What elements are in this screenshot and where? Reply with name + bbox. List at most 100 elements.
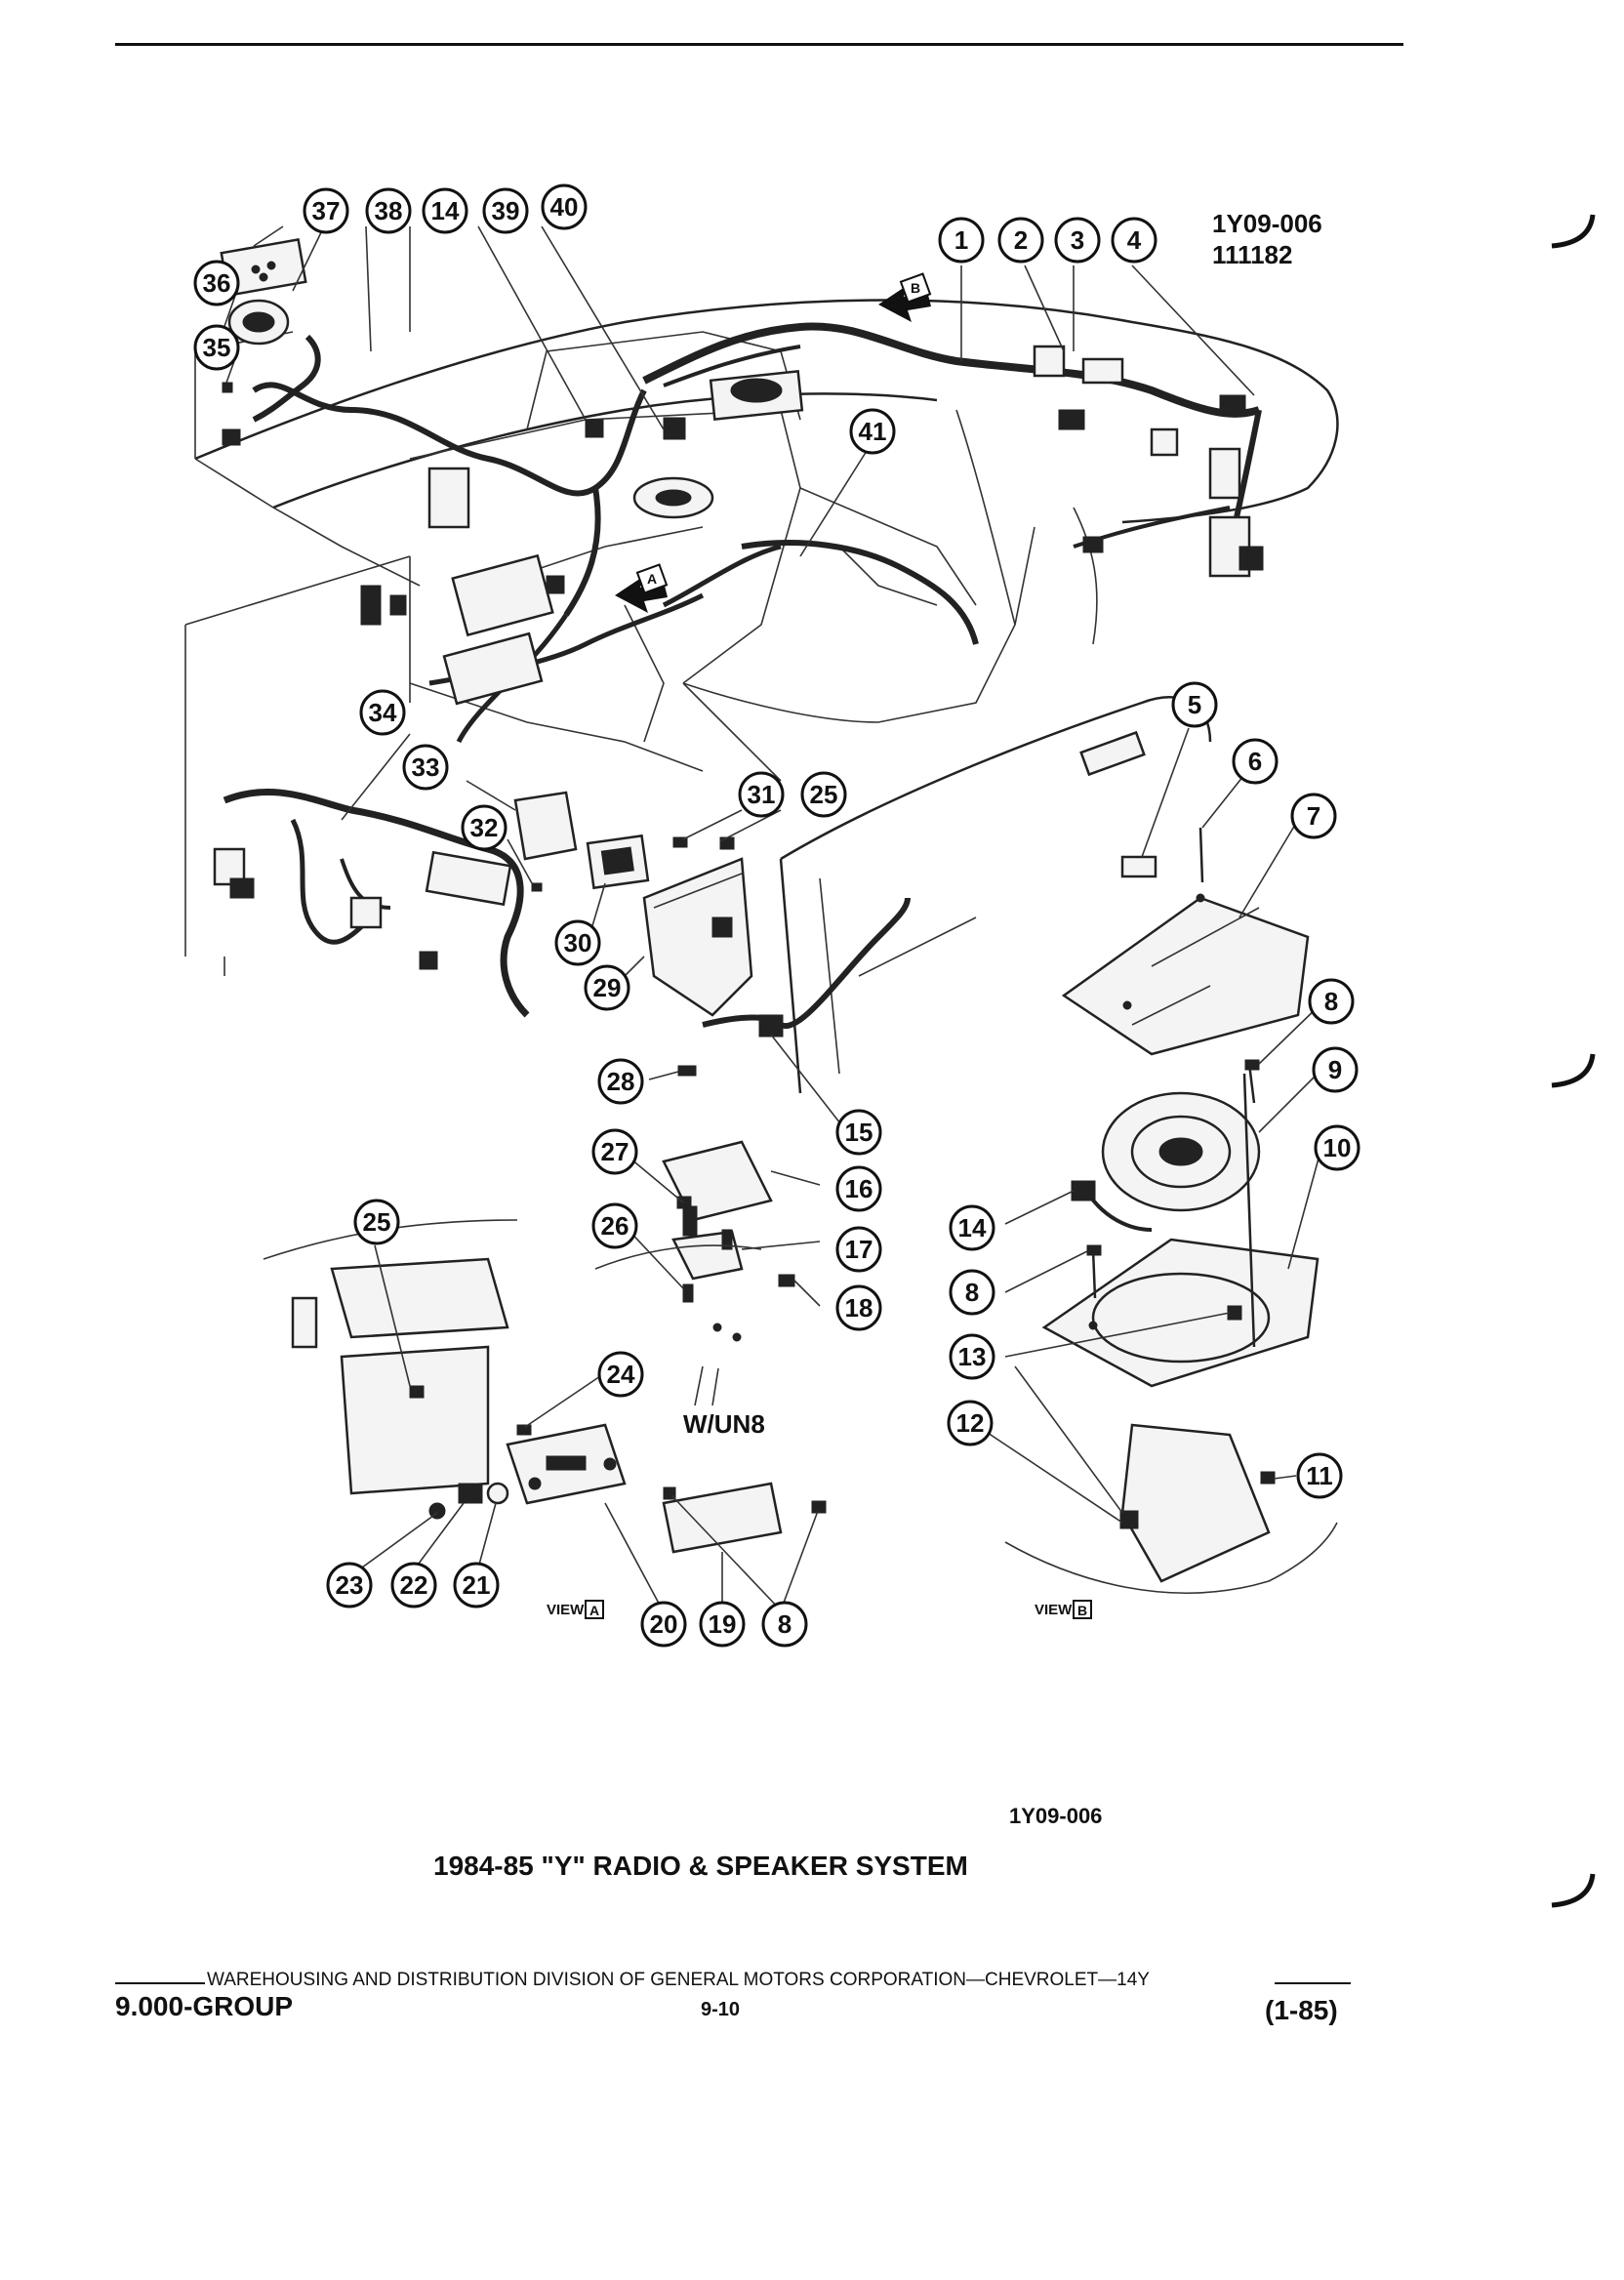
callout-31: 31 (738, 771, 785, 818)
ref-number: 111182 (1212, 240, 1293, 269)
svg-text:8: 8 (778, 1609, 792, 1639)
svg-text:13: 13 (958, 1342, 987, 1371)
svg-text:18: 18 (845, 1293, 873, 1323)
figure-code: 1Y09-006 (1009, 1804, 1103, 1828)
svg-text:30: 30 (564, 928, 592, 957)
svg-text:29: 29 (593, 973, 622, 1002)
callout-17: 17 (835, 1226, 882, 1273)
callout-34: 34 (359, 689, 406, 736)
callout-11: 11 (1296, 1452, 1343, 1499)
bracket-19 (662, 1482, 783, 1554)
svg-text:4: 4 (1127, 225, 1142, 255)
callout-8b: 8 (949, 1269, 995, 1316)
svg-text:1: 1 (954, 225, 968, 255)
view-b-label: VIEW (1035, 1602, 1073, 1618)
callout-41: 41 (849, 408, 896, 455)
svg-text:38: 38 (375, 196, 403, 225)
callout-29: 29 (584, 964, 630, 1011)
screw-18-27-26 (676, 1196, 795, 1342)
svg-text:26: 26 (601, 1211, 629, 1241)
callout-3: 3 (1054, 217, 1101, 264)
figure-title: 1984-85 "Y" RADIO & SPEAKER SYSTEM (433, 1851, 968, 1881)
callout-24: 24 (597, 1351, 644, 1398)
svg-text:11: 11 (1306, 1461, 1333, 1490)
view-b-letter: B (1077, 1603, 1087, 1618)
svg-text:32: 32 (470, 813, 499, 842)
footer-group: 9.000-GROUP (115, 1991, 294, 2021)
footer-division-line: WAREHOUSING AND DISTRIBUTION DIVISION OF… (207, 1970, 1150, 1990)
upper-left-speaker (220, 237, 321, 446)
callout-23: 23 (326, 1562, 373, 1608)
svg-text:14: 14 (958, 1213, 987, 1242)
svg-text:22: 22 (400, 1570, 428, 1600)
callout-5: 5 (1171, 681, 1218, 728)
arrow-b (878, 272, 932, 322)
screw-8-mid (1086, 1244, 1102, 1299)
bracket-17 (671, 1205, 744, 1281)
screw-8-top (1244, 1059, 1260, 1104)
svg-text:31: 31 (748, 780, 776, 809)
callout-28: 28 (597, 1058, 644, 1105)
speaker-grille-7 (1061, 893, 1310, 1056)
callout-40: 40 (541, 183, 588, 230)
radio-20 (506, 1423, 627, 1505)
svg-text:19: 19 (709, 1609, 737, 1639)
amplifier-29 (642, 857, 753, 1017)
screw-24 (516, 1424, 532, 1436)
arrow-b-letter: B (911, 280, 920, 296)
svg-text:35: 35 (203, 333, 231, 362)
view-a-label: VIEW (547, 1602, 585, 1618)
footer-page: 9-10 (701, 1999, 741, 2020)
callout-36: 36 (193, 260, 240, 306)
svg-text:24: 24 (607, 1360, 635, 1389)
callout-7: 7 (1290, 793, 1337, 839)
svg-text:27: 27 (601, 1137, 629, 1166)
svg-text:3: 3 (1071, 225, 1084, 255)
dash-opening (263, 1219, 518, 1495)
callout-35: 35 (193, 324, 240, 371)
top-rule (115, 43, 1403, 46)
svg-text:10: 10 (1323, 1133, 1352, 1162)
callout-38: 38 (365, 187, 412, 234)
rear-speaker-center (632, 370, 804, 519)
callout-6: 6 (1232, 738, 1279, 785)
callout-8c: 8 (761, 1601, 808, 1648)
callout-1: 1 (938, 217, 985, 264)
callout-4: 4 (1111, 217, 1157, 264)
cover-33 (513, 791, 578, 861)
view-b-box (1073, 1600, 1092, 1619)
callout-18: 18 (835, 1284, 882, 1331)
footer-rule-right (1275, 1982, 1351, 1984)
callout-39: 39 (482, 187, 529, 234)
callout-16: 16 (835, 1165, 882, 1212)
callout-20: 20 (640, 1601, 687, 1648)
margin-mark-3 (1551, 1873, 1596, 1908)
svg-text:39: 39 (492, 196, 520, 225)
mount-bracket-11-12 (1119, 1423, 1276, 1583)
svg-text:34: 34 (369, 698, 397, 727)
svg-text:15: 15 (845, 1118, 873, 1147)
view-a-box (585, 1600, 604, 1619)
svg-text:5: 5 (1188, 690, 1201, 719)
arrow-a (615, 563, 669, 613)
callout-12: 12 (947, 1400, 994, 1446)
callout-26: 26 (591, 1202, 638, 1249)
svg-text:23: 23 (336, 1570, 364, 1600)
svg-text:25: 25 (363, 1207, 391, 1237)
svg-text:17: 17 (845, 1235, 873, 1264)
bracket-30 (586, 834, 650, 890)
margin-marks (1551, 214, 1596, 249)
option-code-label: W/UN8 (683, 1409, 765, 1439)
svg-text:25: 25 (810, 780, 838, 809)
svg-text:36: 36 (203, 268, 231, 298)
arrow-a-letter: A (647, 571, 657, 587)
svg-text:8: 8 (965, 1278, 979, 1307)
leader-lines (222, 225, 1322, 1613)
clip-5 (1120, 855, 1157, 878)
svg-text:28: 28 (607, 1067, 635, 1096)
callout-10: 10 (1314, 1124, 1360, 1171)
view-a-letter: A (589, 1603, 599, 1618)
callout-27: 27 (591, 1128, 638, 1175)
callout-25a: 25 (800, 771, 847, 818)
